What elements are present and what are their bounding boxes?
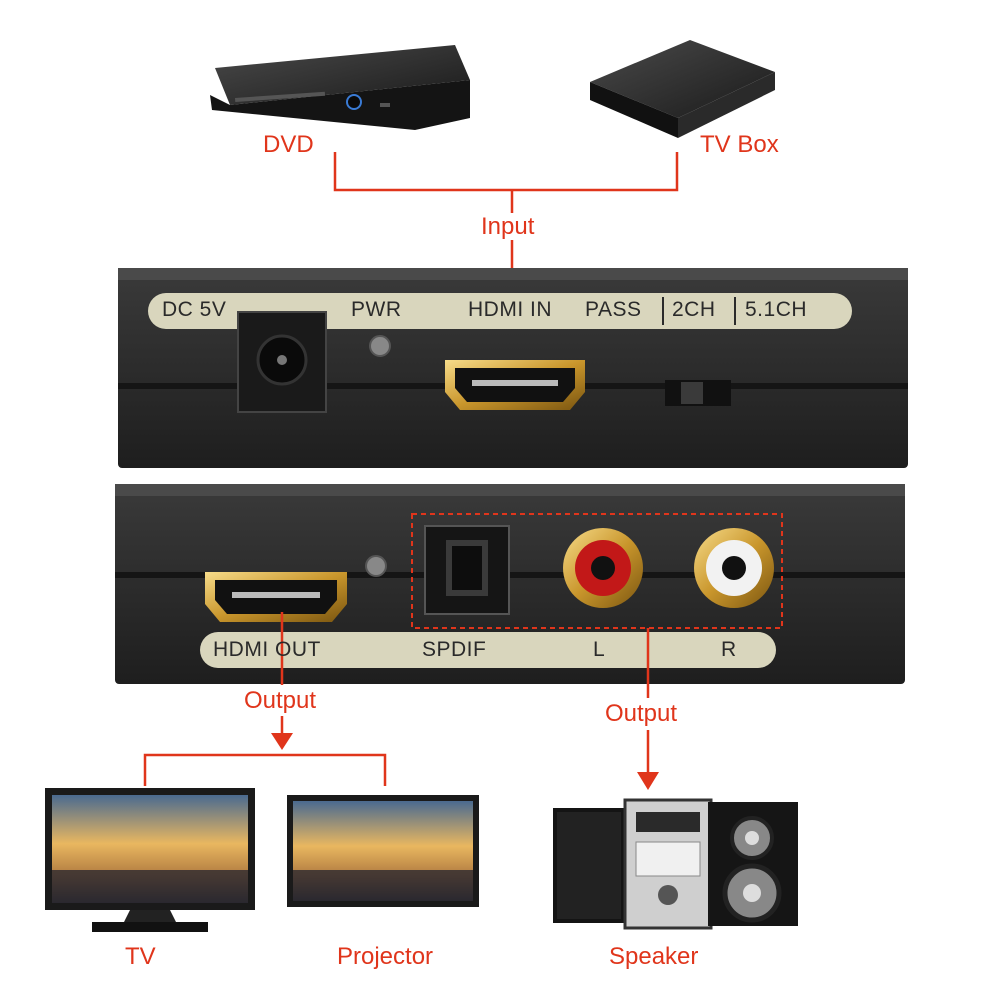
dc-5v-label: DC 5V (162, 298, 227, 321)
tv-icon (45, 788, 255, 932)
projector-screen-icon (287, 795, 479, 907)
hdmi-output-label: Output (244, 687, 317, 714)
tv-label: TV (125, 943, 156, 970)
mode-switch (665, 380, 731, 406)
audio-output-highlight (411, 513, 783, 629)
2ch-label: 2CH (672, 298, 716, 321)
tv-box-icon (590, 40, 775, 138)
tv-box-label: TV Box (700, 131, 779, 158)
spdif-label: SPDIF (422, 638, 487, 661)
left-channel-label: L (593, 638, 606, 661)
speaker-system-icon (553, 798, 798, 930)
audio-output-arrow-head (637, 772, 659, 790)
status-led (365, 555, 387, 577)
hdmi-in-port (445, 360, 585, 410)
bottom-panel (115, 484, 905, 684)
right-channel-label: R (721, 638, 737, 661)
dvd-player-icon (210, 45, 470, 130)
speaker-label: Speaker (609, 943, 699, 970)
input-label: Input (481, 213, 535, 240)
rca-right-port (694, 528, 774, 608)
5-1ch-label: 5.1CH (745, 298, 808, 321)
spdif-port (424, 525, 510, 615)
pass-label: PASS (585, 298, 642, 321)
dvd-label: DVD (263, 131, 314, 158)
hdmi-out-port (205, 572, 347, 622)
hdmi-in-label: HDMI IN (468, 298, 552, 321)
rca-left-port (563, 528, 643, 608)
hdmi-out-label: HDMI OUT (213, 638, 321, 661)
top-panel (118, 268, 908, 468)
pwr-label: PWR (351, 298, 402, 321)
power-led (369, 335, 391, 357)
projector-label: Projector (337, 943, 434, 970)
audio-output-label: Output (605, 700, 678, 727)
dc-power-jack (237, 311, 327, 413)
bottom-label-strip (200, 632, 776, 668)
hdmi-output-arrow-head (271, 733, 293, 750)
